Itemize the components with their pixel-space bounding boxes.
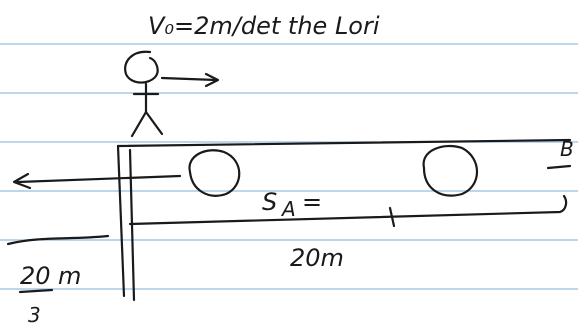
velocity-arrow: [160, 72, 220, 88]
edge-letter: B: [560, 137, 574, 161]
velocity-arrow-shaft: [160, 76, 218, 82]
person-figure: [124, 50, 164, 138]
fraction-denominator: 3: [28, 303, 41, 327]
lorry-wheel-rear: [188, 149, 241, 197]
lorry-front-mark: [546, 164, 572, 170]
distance-label: S A =: [262, 188, 322, 221]
person-head: [124, 50, 159, 84]
lorry-top-edge: [116, 138, 572, 148]
person-legs: [130, 110, 164, 138]
distance-subscript: A: [280, 197, 296, 221]
left-arrow-head: [12, 172, 32, 190]
left-arrow: [12, 172, 182, 190]
fraction-bar: [18, 288, 54, 294]
ruled-lines: [0, 43, 578, 290]
fraction-annotation: 20 m 3: [6, 234, 110, 327]
dimension-line: 20m: [128, 194, 568, 272]
heading-text: V₀=2m/det the Lori: [148, 12, 380, 40]
distance-value: 20m: [290, 244, 344, 272]
lorry: B: [116, 137, 574, 302]
fraction-unit: m: [58, 262, 81, 290]
left-arrow-shaft: [16, 174, 182, 184]
velocity-arrow-head: [204, 72, 220, 88]
fraction-numerator: 20: [20, 262, 51, 290]
dimension-line-stroke: [128, 194, 568, 226]
dimension-tick: [388, 206, 396, 228]
distance-equals: =: [302, 188, 322, 216]
fraction-bracket: [6, 234, 110, 246]
distance-symbol: S: [262, 188, 277, 216]
lorry-wheel-front: [422, 144, 478, 197]
lorry-rear-edge: [116, 144, 126, 298]
